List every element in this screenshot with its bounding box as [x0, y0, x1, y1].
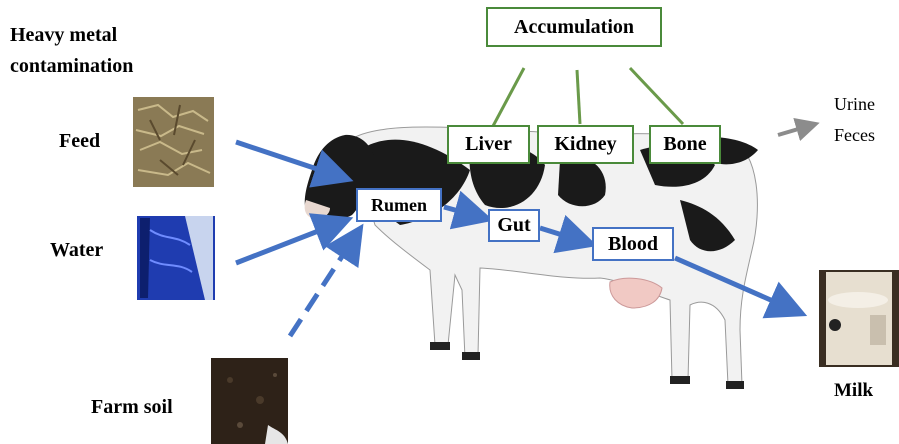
accumulation-connectors [492, 68, 683, 128]
excretion-label-feces: Feces [834, 125, 875, 146]
feed-photo [133, 97, 214, 187]
output-label-milk: Milk [834, 380, 873, 402]
pathway-box-rumen: Rumen [356, 188, 442, 222]
source-label-farm-soil: Farm soil [91, 396, 173, 419]
farm-soil-photo [211, 358, 288, 444]
title-line-1: Heavy metal [10, 20, 133, 51]
organ-box-kidney: Kidney [537, 125, 634, 164]
excretion-label-urine: Urine [834, 94, 875, 115]
arrow-soil-to-rumen [290, 232, 358, 336]
accumulation-box: Accumulation [486, 7, 662, 47]
milk-photo [819, 270, 899, 367]
title-line-2: contamination [10, 51, 133, 82]
source-label-feed: Feed [59, 130, 100, 153]
source-label-water: Water [50, 239, 103, 262]
organ-box-liver: Liver [447, 125, 530, 164]
water-photo [137, 216, 215, 300]
arrow-excretion [778, 125, 812, 135]
arrow-water-to-rumen [236, 221, 344, 263]
pathway-box-gut: Gut [488, 209, 540, 242]
cow-illustration [305, 127, 758, 389]
organ-box-bone: Bone [649, 125, 721, 164]
diagram-title: Heavy metal contamination [10, 20, 133, 82]
pathway-box-blood: Blood [592, 227, 674, 261]
